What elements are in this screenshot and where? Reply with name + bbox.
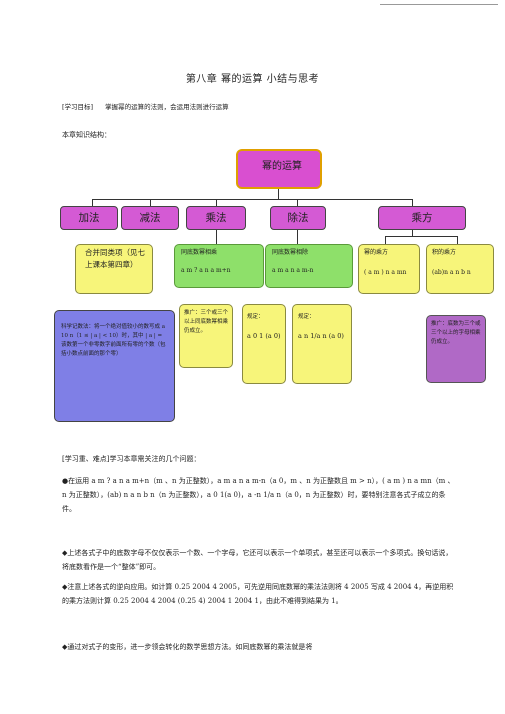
div-formula: a m a n a m-n: [272, 267, 314, 274]
pow-rule: 幂的乘方: [364, 249, 389, 256]
paragraph-base: ◆上述各式子中的底数字母不仅仅表示一个数、一个字母，它还可以表示一个单项式，甚至…: [62, 549, 453, 571]
connector: [457, 236, 458, 244]
connector: [216, 199, 217, 206]
op-multiply: 乘法: [186, 206, 246, 230]
root-node: 幂的运算: [236, 149, 322, 189]
pow-formula: ( a m ) n a mn: [364, 269, 407, 276]
add-sub-node: 合并同类项（见七上课本第四章）: [75, 244, 153, 294]
connector: [385, 236, 457, 237]
prod-rule: 积的乘方: [432, 249, 457, 256]
structure-label: 本章知识结构：: [62, 131, 111, 139]
section-heading: [学习重、难点]学习本章需关注的几个问题：: [62, 455, 201, 463]
connector: [92, 199, 412, 200]
connector: [297, 199, 298, 206]
paragraph-transform: ◆通过对式子的变形，进一步领会转化的数学思想方法。如同底数幂的乘法就是将: [62, 643, 313, 651]
connector: [150, 199, 151, 206]
learning-goal: [学习目标] 掌握幂的运算的法则，会运用法则进行运算: [62, 101, 229, 111]
goal-label: [学习目标]: [62, 103, 94, 111]
connector: [385, 236, 386, 244]
goal-text: 掌握幂的运算的法则，会运用法则进行运算: [105, 103, 229, 111]
neg-exponent-node: 规定： a n 1/a n (a 0): [292, 304, 352, 384]
mult-extension-node: 推广：三个或三个以上同底数幂相乘仍成立。: [179, 304, 233, 368]
div-rule: 同底数幂相除: [272, 249, 309, 256]
prod-rule-node: 积的乘方 (ab)n a n b n: [426, 244, 494, 294]
connector: [92, 199, 93, 206]
zero-rule-label: 规定：: [247, 314, 264, 320]
pow-rule-node: 幂的乘方 ( a m ) n a mn: [358, 244, 420, 294]
connector: [216, 230, 217, 244]
op-add: 加法: [60, 206, 118, 230]
neg-rule: a n 1/a n (a 0): [298, 332, 344, 340]
scientific-notation-node: 科学记数法：将一个绝对值较小的数写成 a 10 n（1 ≤ | a | < 10…: [54, 310, 175, 422]
op-divide: 除法: [270, 206, 326, 230]
paragraph-conditions: ●在运用 a m ? a n a m+n（m 、n 为正整数），a m a n …: [62, 477, 455, 513]
page-title: 第八章 幂的运算 小结与思考: [185, 74, 320, 85]
mult-formula: a m ? a n a m+n: [181, 267, 231, 274]
connector: [412, 199, 413, 206]
zero-rule: a 0 1 (a 0): [247, 332, 281, 340]
connector: [412, 230, 413, 236]
mult-rule: 同底数幂相乘: [181, 249, 218, 256]
paragraph-reverse: ◆注意上述各式的逆向应用。如计算 0.25 2004 4 2005，可先逆用同底…: [62, 583, 454, 605]
connector: [278, 189, 279, 199]
prod-extension-node: 推广：底数为三个或三个以上的字母相乘仍成立。: [426, 315, 486, 383]
div-rule-node: 同底数幂相除 a m a n a m-n: [265, 244, 353, 288]
neg-rule-label: 规定：: [298, 314, 315, 320]
connector: [297, 230, 298, 244]
prod-formula: (ab)n a n b n: [432, 269, 471, 276]
header-rule: [380, 4, 498, 5]
op-power: 乘方: [378, 206, 466, 230]
mult-rule-node: 同底数幂相乘 a m ? a n a m+n: [174, 244, 264, 288]
zero-exponent-node: 规定： a 0 1 (a 0): [242, 304, 286, 384]
op-subtract: 减法: [121, 206, 179, 230]
